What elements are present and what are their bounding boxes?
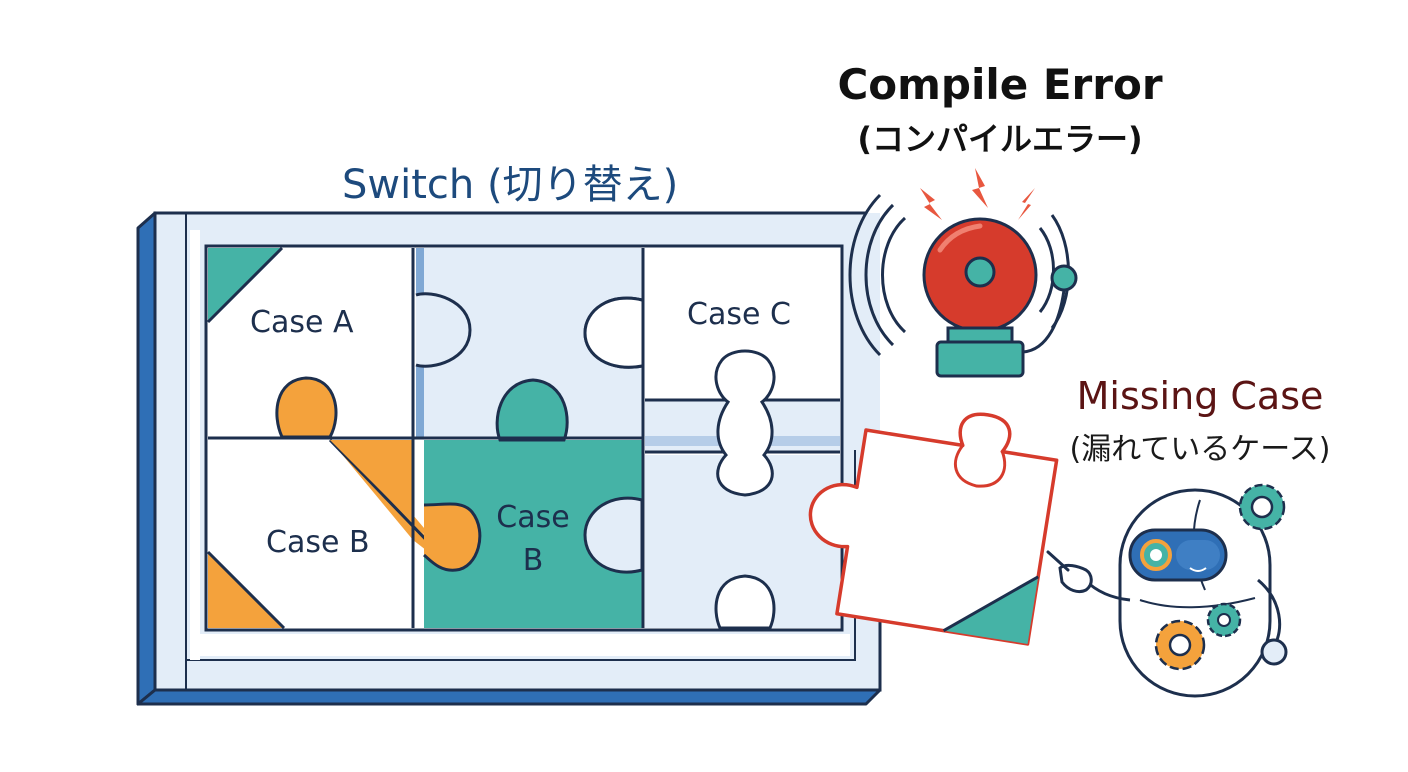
case-b-teal-piece: [423, 378, 644, 628]
missing-piece: [808, 412, 1059, 646]
robot-icon: [1046, 483, 1288, 698]
lightning-icon: [920, 168, 1035, 220]
missing-case-subtitle: (漏れているケース): [1069, 432, 1331, 467]
puzzle-pieces: [206, 246, 840, 630]
switch-title: Switch (切り替え): [342, 162, 679, 208]
case-a-label: Case A: [250, 305, 354, 340]
pointing-hand-icon: [1046, 550, 1093, 594]
compile-error-subtitle: (コンパイルエラー): [857, 120, 1143, 158]
compile-error-title: Compile Error: [837, 60, 1163, 109]
case-b-label: Case B: [266, 525, 370, 560]
missing-slot-piece: [645, 455, 840, 630]
case-b-teal-label-line1: Case: [496, 500, 570, 535]
missing-case-title: Missing Case: [1076, 374, 1324, 418]
gear-icon: [1154, 619, 1206, 671]
gear-icon: [1238, 483, 1286, 531]
gear-icon: [1206, 602, 1242, 638]
case-b-teal-label-line2: B: [522, 543, 544, 578]
case-c-label: Case C: [687, 297, 791, 332]
alarm-bell-icon: [848, 168, 1078, 378]
